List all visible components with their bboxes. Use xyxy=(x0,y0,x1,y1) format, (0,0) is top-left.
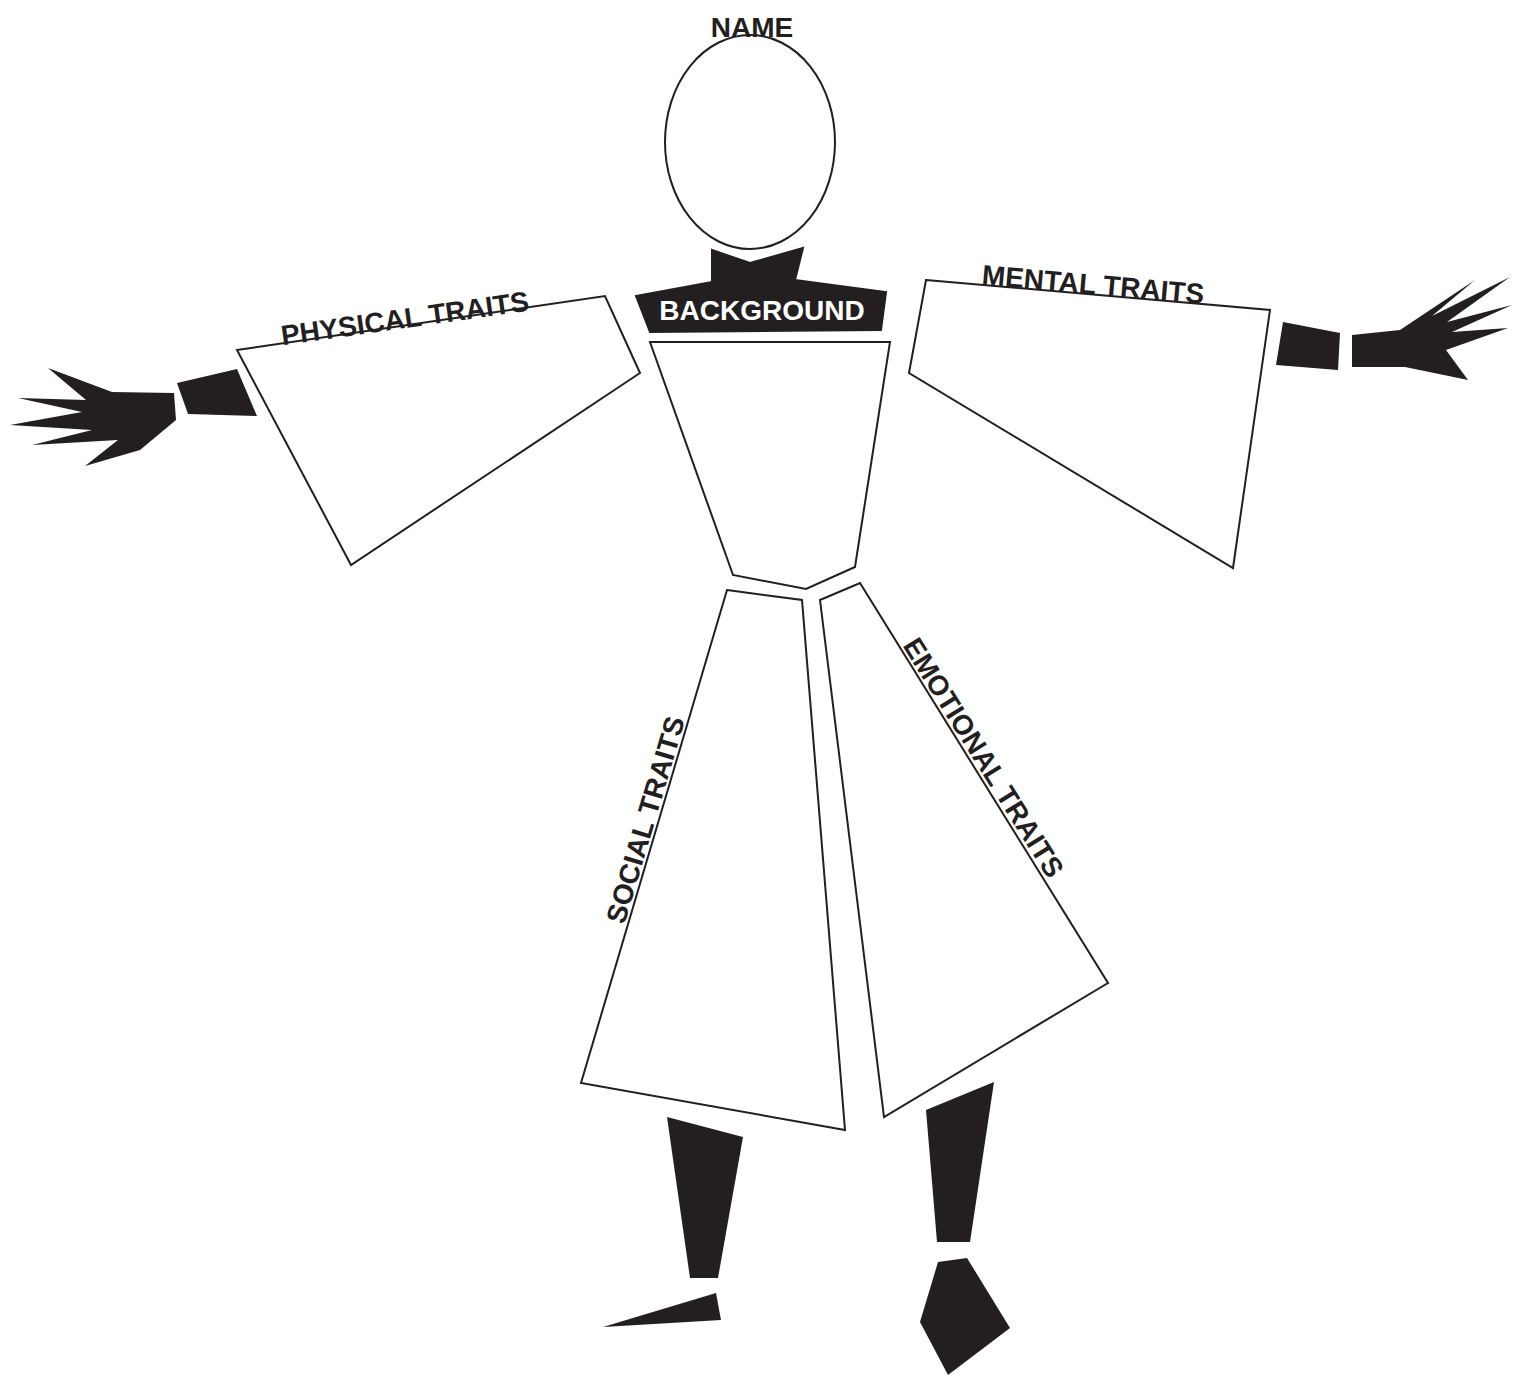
left-foot xyxy=(603,1293,721,1327)
right-wrist xyxy=(1276,322,1340,370)
mental-traits-panel: MENTAL TRAITS xyxy=(900,255,1280,575)
left-hand xyxy=(10,368,176,466)
section-heading: NAME xyxy=(711,14,793,42)
social-traits-panel-outline xyxy=(575,585,850,1135)
shape-outline xyxy=(665,35,835,249)
background-collar: BACKGROUND xyxy=(630,245,892,337)
emotional-traits-panel-outline xyxy=(815,575,1115,1123)
shape-outline xyxy=(636,248,886,332)
right-hand xyxy=(1352,277,1512,380)
shape-outline xyxy=(581,590,845,1130)
section-heading: BACKGROUND xyxy=(659,297,864,325)
emotional-traits-panel: EMOTIONAL TRAITS xyxy=(815,575,1115,1123)
social-traits-panel: SOCIAL TRAITS xyxy=(575,585,850,1135)
mental-traits-panel-outline xyxy=(900,255,1280,575)
right-foot xyxy=(920,1258,1010,1375)
torso-panel xyxy=(650,342,890,589)
right-leg xyxy=(926,1082,994,1242)
physical-traits-panel: PHYSICAL TRAITS xyxy=(230,270,650,570)
left-wrist xyxy=(177,369,257,416)
head-oval: NAME xyxy=(640,0,860,255)
shape-outline xyxy=(820,583,1108,1117)
left-leg xyxy=(667,1117,743,1278)
shape-outline xyxy=(909,280,1270,568)
